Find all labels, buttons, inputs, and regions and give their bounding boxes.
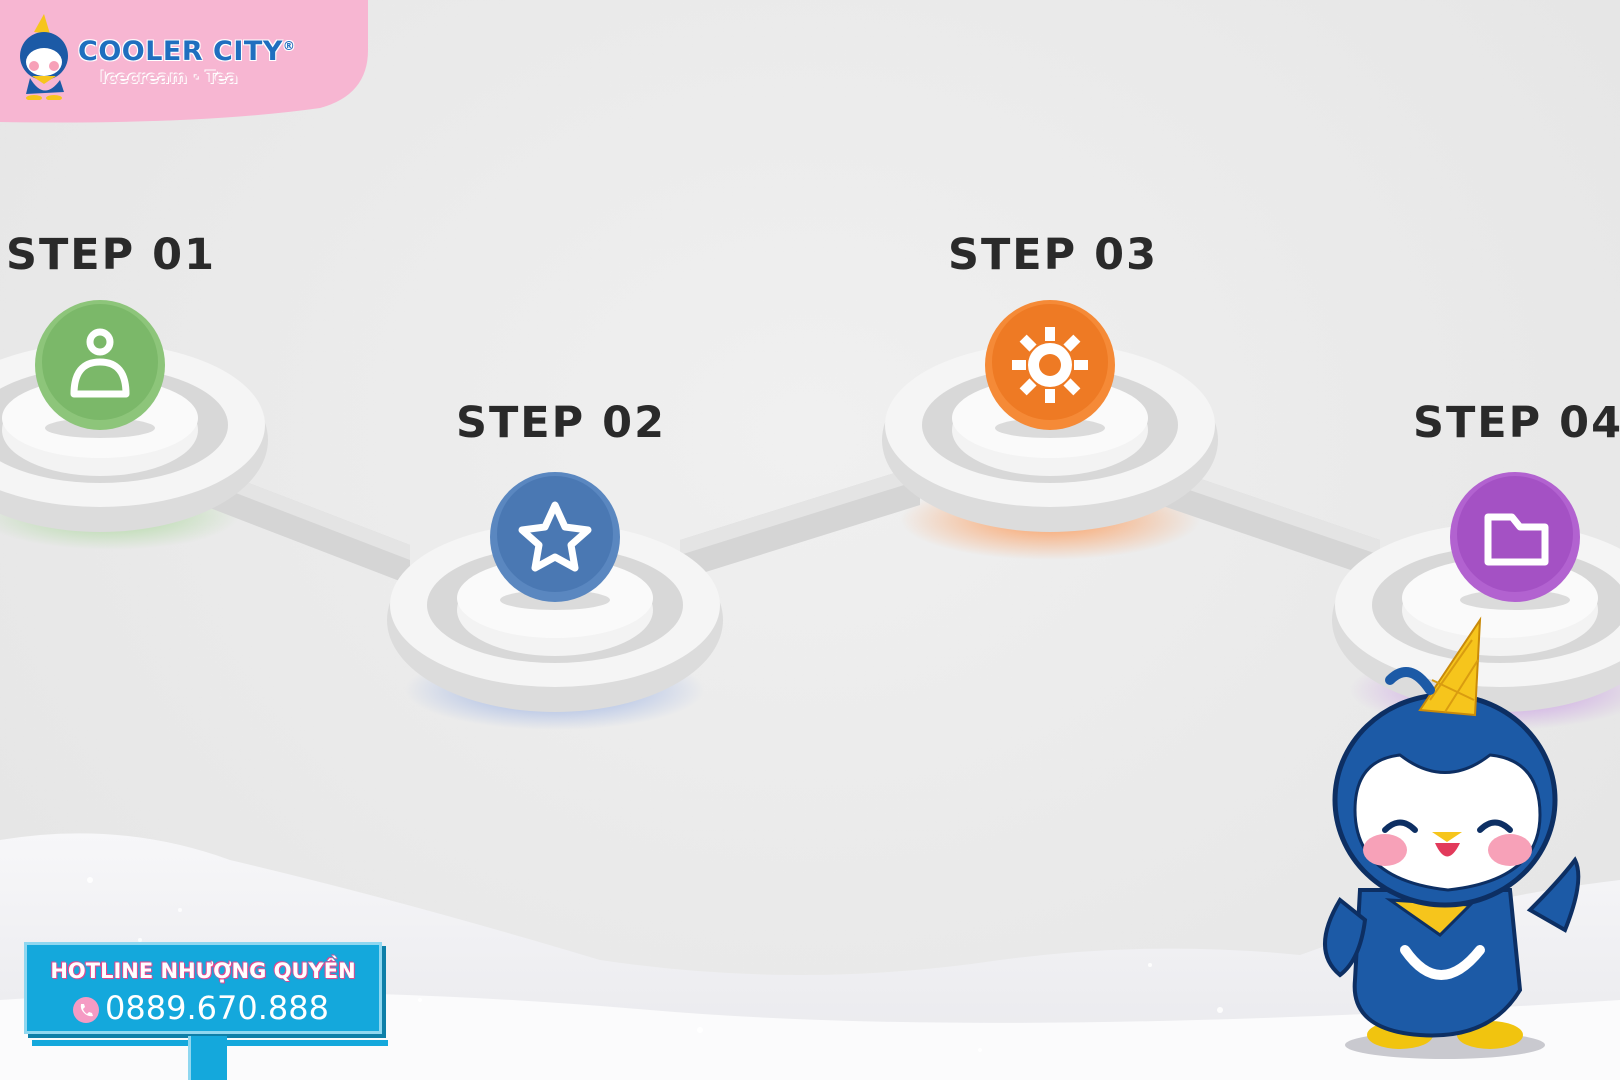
step-03-icon-badge bbox=[985, 300, 1115, 438]
gear-icon bbox=[1012, 327, 1088, 403]
hotline-phone[interactable]: 0889.670.888 bbox=[105, 989, 329, 1027]
phone-icon bbox=[73, 997, 99, 1023]
brand-tagline: Icecream · Tea bbox=[100, 68, 238, 88]
star-icon bbox=[518, 501, 592, 572]
penguin-mascot bbox=[1323, 616, 1581, 1059]
step-03-label: STEP 03 bbox=[948, 230, 1158, 280]
sign-post bbox=[188, 1036, 227, 1080]
step-04-label: STEP 04 bbox=[1413, 398, 1620, 448]
hotline-sign: HOTLINE NHƯỢNG QUYỀN 0889.670.888 bbox=[24, 942, 382, 1034]
pedestal-step-02 bbox=[387, 523, 723, 712]
brand-logo-penguin-icon bbox=[20, 14, 68, 100]
step-02-icon-badge bbox=[490, 472, 620, 610]
person-icon bbox=[70, 328, 130, 398]
hotline-title: HOTLINE NHƯỢNG QUYỀN bbox=[50, 959, 356, 983]
step-01-icon-badge bbox=[35, 300, 165, 438]
brand-name: COOLER CITY® bbox=[78, 36, 296, 67]
folder-icon bbox=[1484, 513, 1549, 566]
step-01-label: STEP 01 bbox=[6, 230, 216, 280]
brand-header-background bbox=[0, 0, 368, 123]
step-04-icon-badge bbox=[1450, 472, 1580, 610]
step-02-label: STEP 02 bbox=[456, 398, 666, 448]
